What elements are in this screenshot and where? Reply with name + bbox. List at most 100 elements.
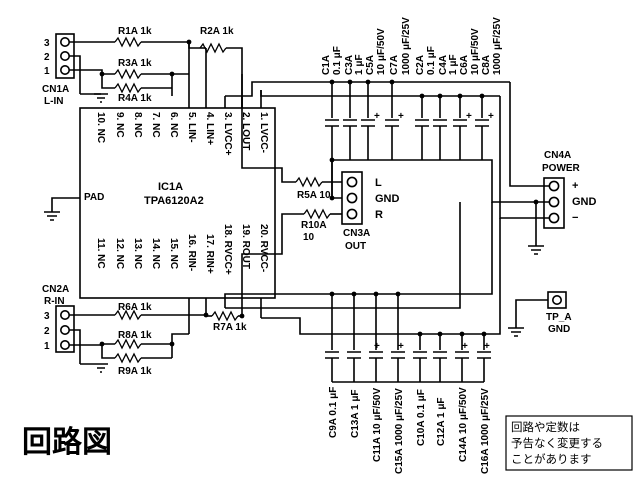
cn3a-gnd-wire — [331, 160, 342, 199]
tpa-sub: GND — [548, 324, 570, 335]
pin-label-13: 13. NC — [132, 238, 143, 269]
cn1a-pin2-wire — [69, 55, 81, 88]
r9a-label: R9A 1k — [118, 366, 152, 377]
cn4a-pin-minus: − — [572, 212, 578, 224]
pin-label-20: 20. RVCC- — [258, 224, 269, 272]
cap-c2a-name: C2A — [415, 55, 426, 75]
svg-text:+: + — [466, 111, 472, 122]
pin-label-19: 19. ROUT — [240, 224, 251, 269]
pin-label-6: 6. NC — [168, 112, 179, 138]
cn3a-pin-r: R — [375, 209, 383, 221]
cn4a-pin-plus: + — [572, 180, 578, 192]
cap-c8a-name: C8A — [481, 55, 492, 75]
cap-c4a-value: 1 μF — [448, 54, 459, 75]
pin-label-11: 11. NC — [95, 238, 106, 269]
cn2a-pin-2: 2 — [44, 326, 50, 337]
cap-c3a-value: 1 μF — [354, 54, 365, 75]
bottom-cap-labels: C9A 0.1 μF C13A 1 μF C11A 10 μF/50V C15A… — [328, 387, 491, 474]
pin-label-8: 8. NC — [132, 112, 143, 138]
cn1a-pin-1: 1 — [44, 66, 50, 77]
cap-c14a-label: C14A 10 μF/50V — [458, 387, 469, 462]
svg-text:+: + — [398, 111, 404, 122]
power-ground-symbol — [528, 245, 544, 255]
cn4a-sub: POWER — [542, 163, 581, 174]
cn3a-pin-l: L — [375, 177, 382, 189]
cap-c5a-value: 10 μF/50V — [376, 28, 387, 75]
cap-c6a-value: 10 μF/50V — [470, 28, 481, 75]
page-title: 回路図 — [22, 425, 112, 460]
cn3a-sub: OUT — [345, 241, 366, 252]
cap-c13a-label: C13A 1 μF — [350, 389, 361, 438]
r2a-label: R2A 1k — [200, 26, 234, 37]
cap-c2a-value: 0.1 μF — [426, 46, 437, 75]
tpa-name: TP_A — [546, 312, 572, 323]
pin-label-7: 7. NC — [150, 112, 161, 138]
gnd-bus-to-power — [482, 159, 536, 203]
pin-label-5: 5. LIN- — [186, 112, 197, 143]
r1a-label: R1A 1k — [118, 26, 152, 37]
r2a-to-lout — [226, 47, 243, 108]
cn1a-sub: L-IN — [44, 96, 63, 107]
r10a-resistor — [303, 208, 331, 220]
rout-wire — [241, 213, 304, 298]
power-plus-wire — [509, 82, 549, 187]
ic-top-pin-labels: 10. NC 9. NC 8. NC 7. NC 6. NC 5. LIN- 4… — [95, 112, 269, 156]
top-cap-labels: C1A 0.1 μF C3A 1 μF C5A 10 μF/50V C7A 10… — [321, 17, 503, 75]
pin-label-10: 10. NC — [95, 112, 106, 143]
cn1a-pin1-wire — [69, 69, 115, 75]
cn3a-name: CN3A — [343, 228, 370, 239]
note-line-2: 予告なく変更する — [511, 436, 603, 450]
pin-label-16: 16. RIN- — [186, 234, 197, 271]
r10a-name: R10A — [301, 220, 327, 231]
power-gnd-wire — [535, 201, 549, 246]
cn2a-sub: R-IN — [44, 296, 65, 307]
lvcc-plus-rail — [225, 81, 510, 97]
power-minus-wire — [499, 96, 549, 219]
note-line-1: 回路や定数は — [511, 420, 580, 434]
pin-label-12: 12. NC — [114, 238, 125, 269]
r4a-feed — [101, 74, 115, 89]
r3a-label: R3A 1k — [118, 58, 152, 69]
ic-part: TPA6120A2 — [144, 195, 204, 207]
cn1a-ground-symbol — [79, 88, 108, 103]
cn2a-name: CN2A — [42, 284, 69, 295]
r4a-resistor — [114, 82, 142, 94]
cap-c15a-label: C15A 1000 μF/25V — [394, 388, 405, 474]
cap-c9a-label: C9A 0.1 μF — [328, 387, 339, 438]
cap-c1a-value: 0.1 μF — [332, 46, 343, 75]
r1a-resistor — [114, 36, 142, 48]
svg-text:+: + — [374, 111, 380, 122]
cap-c7a-name: C7A — [389, 55, 400, 75]
r8a-label: R8A 1k — [118, 330, 152, 341]
pin-label-17: 17. RIN+ — [204, 234, 215, 274]
cap-c5a-name: C5A — [365, 55, 376, 75]
pad-ground-symbol — [44, 211, 60, 221]
cap-c16a-label: C16A 1000 μF/25V — [480, 388, 491, 474]
svg-text:+: + — [374, 341, 380, 352]
bottom-capacitors: ++ ++ — [325, 294, 491, 382]
cap-c7a-value: 1000 μF/25V — [401, 17, 412, 75]
cn4a-pin-gnd: GND — [572, 196, 597, 208]
cn3a-pin-gnd: GND — [375, 193, 400, 205]
cn2a-pin-1: 1 — [44, 341, 50, 352]
svg-text:+: + — [484, 341, 490, 352]
pin-label-15: 15. NC — [168, 238, 179, 269]
cn1a-pin-3: 3 — [44, 38, 50, 49]
cn4a-connector: CN4A POWER + GND − — [542, 150, 597, 229]
cn1a-pin-2: 2 — [44, 52, 50, 63]
lout-wire — [241, 96, 296, 183]
r8a-resistor — [114, 338, 142, 350]
svg-text:+: + — [398, 341, 404, 352]
cap-c8a-value: 1000 μF/25V — [492, 17, 503, 75]
ic-bottom-pin-labels: 11. NC 12. NC 13. NC 14. NC 15. NC 16. R… — [95, 224, 269, 275]
pin-label-3: 3. LVCC+ — [222, 112, 233, 156]
r4a-label: R4A 1k — [118, 93, 152, 104]
ic1a-body — [79, 107, 276, 299]
r5a-resistor — [295, 176, 323, 188]
ic-name: IC1A — [158, 181, 183, 193]
cap-c1a-name: C1A — [321, 55, 332, 75]
cn2a-connector: 3 2 1 CN2A R-IN — [42, 284, 75, 353]
cap-c12a-label: C12A 1 μF — [436, 397, 447, 446]
